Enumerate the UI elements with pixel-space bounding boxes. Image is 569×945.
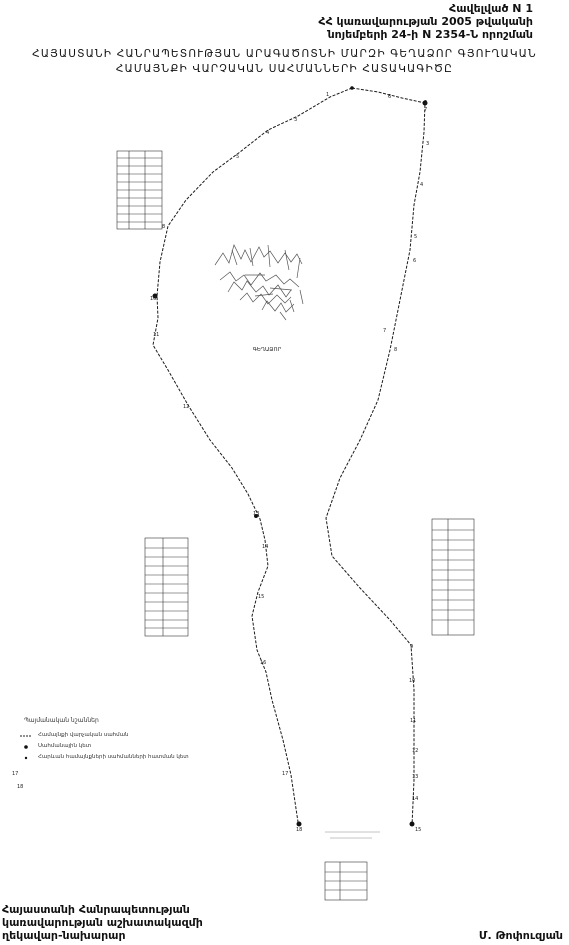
svg-text:9: 9 xyxy=(410,644,413,650)
boundary-points xyxy=(152,86,428,827)
decision-line-1: ՀՀ կառավարության 2005 թվականի xyxy=(318,15,533,28)
map-title-line-2: ՀԱՄԱՅՆՔԻ ՎԱՐՉԱԿԱՆ ՍԱՀՄԱՆՆԵՐԻ ՀԱՏԱԿԱԳԻԾԸ xyxy=(115,63,454,75)
svg-text:8: 8 xyxy=(162,224,165,230)
svg-text:7: 7 xyxy=(424,107,427,113)
svg-text:15: 15 xyxy=(415,827,421,833)
svg-text:18: 18 xyxy=(296,827,302,833)
point-mid-west xyxy=(254,514,258,518)
svg-text:11: 11 xyxy=(410,718,416,724)
legend-intersection-symbol xyxy=(24,756,28,760)
legend-point-symbol xyxy=(24,745,28,749)
signatory-name: Մ. Թոփուզյան xyxy=(478,929,563,942)
svg-text:2: 2 xyxy=(424,100,427,106)
point-corner-ne xyxy=(422,100,428,106)
svg-text:16: 16 xyxy=(260,660,266,666)
decision-line-2: նոյեմբերի 24-ի N 2354-Ն որոշման xyxy=(327,28,533,41)
svg-text:14: 14 xyxy=(412,796,418,802)
scale-note xyxy=(325,831,380,839)
svg-text:5: 5 xyxy=(414,234,417,240)
svg-text:7: 7 xyxy=(383,328,386,334)
svg-text:1: 1 xyxy=(326,92,329,98)
legend-item-boundary: Համայնքի վարչական սահման xyxy=(38,732,129,738)
svg-text:4: 4 xyxy=(266,130,269,136)
coordinate-table-s xyxy=(324,861,368,901)
legend-label-b: 18 xyxy=(17,784,23,790)
legend-item-point: Սահմանային կետ xyxy=(38,743,92,749)
svg-text:8: 8 xyxy=(394,347,397,353)
point-west xyxy=(152,293,158,299)
svg-text:6: 6 xyxy=(413,258,416,264)
legend-symbols: 17 18 xyxy=(12,735,32,790)
svg-text:17: 17 xyxy=(282,771,288,777)
signatory-title-line-3: ղեկավար-նախարար xyxy=(2,929,126,942)
signatory-title-line-2: կառավարության աշխատակազմի xyxy=(2,916,203,929)
annex-number: Հավելված N 1 xyxy=(449,2,533,15)
svg-text:12: 12 xyxy=(183,404,189,410)
svg-text:4: 4 xyxy=(420,182,423,188)
coordinate-table-e xyxy=(431,518,475,636)
community-boundary-east xyxy=(325,87,426,827)
svg-text:5: 5 xyxy=(236,154,239,160)
svg-text:12: 12 xyxy=(412,748,418,754)
svg-text:3: 3 xyxy=(426,141,429,147)
legend-title: Պայմանական նշաններ xyxy=(24,717,99,724)
legend-item-intersection: Հարևան համայնքների սահմանների հատման կետ xyxy=(38,754,189,760)
map-title-line-1: ՀԱՅԱՍՏԱՆԻ ՀԱՆՐԱՊԵՏՈՒԹՅԱՆ ԱՐԱԳԱԾՈՏՆԻ ՄԱՐԶ… xyxy=(32,48,537,60)
svg-text:11: 11 xyxy=(153,332,159,338)
svg-text:14: 14 xyxy=(262,544,268,550)
legend-label-a: 17 xyxy=(12,771,18,777)
point-south-west xyxy=(296,821,302,827)
svg-text:6: 6 xyxy=(388,94,391,100)
settlement-area xyxy=(214,244,304,321)
community-boundary xyxy=(152,87,353,823)
svg-text:13: 13 xyxy=(412,774,418,780)
svg-text:3: 3 xyxy=(294,117,297,123)
svg-text:10: 10 xyxy=(150,296,156,302)
svg-text:10: 10 xyxy=(409,678,415,684)
settlement-label: ԳԵՂԱՁՈՐ xyxy=(253,347,282,353)
point-1 xyxy=(350,86,354,90)
signatory-title-line-1: Հայաստանի Հանրապետության xyxy=(2,903,190,916)
coordinate-table-w xyxy=(144,537,189,637)
svg-text:13: 13 xyxy=(253,511,259,517)
point-south-east xyxy=(409,821,415,827)
coordinate-table-nw xyxy=(116,150,163,230)
svg-text:15: 15 xyxy=(258,594,264,600)
point-numbers: 1 6 3 4 5 3 4 5 6 7 8 8 10 11 12 13 14 1… xyxy=(150,92,429,833)
